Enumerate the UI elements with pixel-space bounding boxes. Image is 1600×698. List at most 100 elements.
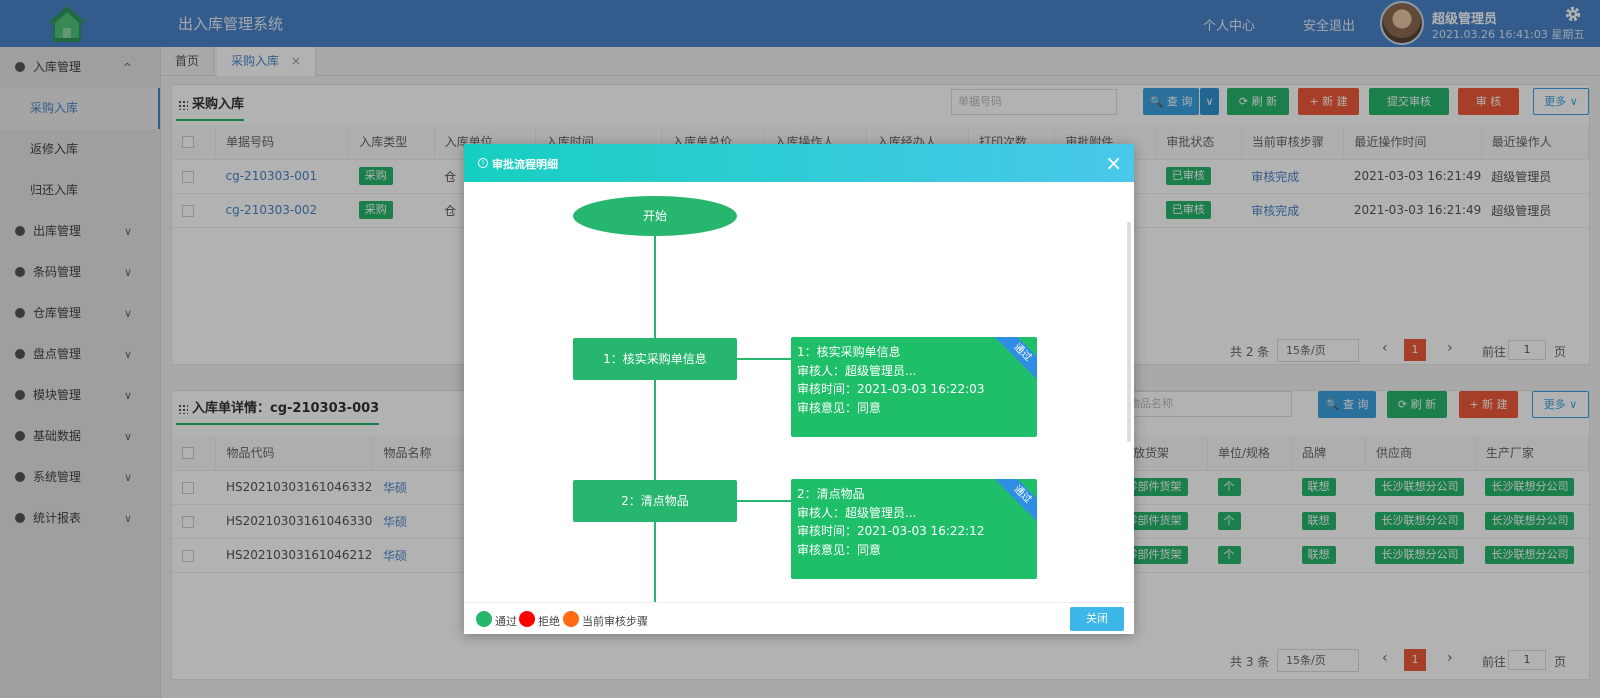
detail-audit-time: 审核时间：2021-03-03 16:22:12 bbox=[797, 524, 985, 538]
page-size-select[interactable]: 15条/页 bbox=[1277, 649, 1359, 672]
sidebar-item-inbound[interactable]: 入库管理 ^ bbox=[0, 47, 160, 88]
next-page-icon[interactable]: › bbox=[1447, 650, 1453, 666]
submit-audit-button[interactable]: 提交审核 bbox=[1369, 88, 1449, 115]
page-number[interactable]: 1 bbox=[1404, 339, 1426, 361]
page-number[interactable]: 1 bbox=[1404, 649, 1426, 671]
row-checkbox[interactable] bbox=[182, 481, 194, 494]
modal-scrollbar[interactable] bbox=[1127, 222, 1131, 442]
menu-dot-icon bbox=[15, 226, 25, 236]
page-size-select[interactable]: 15条/页 bbox=[1277, 339, 1359, 362]
sidebar-item-label: 出库管理 bbox=[33, 224, 82, 238]
gear-icon[interactable] bbox=[1564, 5, 1582, 23]
sidebar-item-outbound[interactable]: 出库管理 ∨ bbox=[0, 211, 160, 252]
prev-page-icon[interactable]: ‹ bbox=[1382, 340, 1388, 356]
audit-step-link[interactable]: 审核完成 bbox=[1241, 193, 1344, 228]
detail-new-button[interactable]: + 新 建 bbox=[1459, 391, 1518, 418]
close-button[interactable]: 关闭 bbox=[1070, 607, 1124, 631]
query-button[interactable]: 🔍 查 询 bbox=[1143, 88, 1199, 115]
more-button[interactable]: 更多 ∨ bbox=[1533, 88, 1589, 115]
sidebar-item-barcode[interactable]: 条码管理 ∨ bbox=[0, 252, 160, 293]
legend-current-dot bbox=[563, 611, 579, 627]
flow-chart-area: 开始 1：核实采购单信息 1：核实采购单信息 审核人：超级管理员... 审核时间… bbox=[464, 182, 1134, 602]
audit-button[interactable]: 审 核 bbox=[1458, 88, 1519, 115]
sidebar-item-reports[interactable]: 统计报表 ∨ bbox=[0, 498, 160, 539]
sidebar-item-modules[interactable]: 模块管理 ∨ bbox=[0, 375, 160, 416]
query-dropdown-button[interactable]: ∨ bbox=[1200, 88, 1219, 115]
col-header[interactable]: 入库类型 bbox=[348, 125, 435, 160]
sidebar-subitem-return-inbound[interactable]: 归还入库 bbox=[30, 183, 79, 197]
logout-link[interactable]: 安全退出 bbox=[1303, 19, 1356, 34]
cell-time: 2021-03-03 16:21:49 bbox=[1343, 159, 1482, 194]
sidebar-item-label: 基础数据 bbox=[33, 429, 82, 443]
row-checkbox[interactable] bbox=[182, 515, 194, 528]
legend-reject-dot bbox=[519, 611, 535, 627]
sidebar: 入库管理 ^ 采购入库 返修入库 归还入库 出库管理 ∨ 条码管理 ∨ 仓库管理… bbox=[0, 47, 161, 698]
row-checkbox[interactable] bbox=[182, 549, 194, 562]
grid-icon bbox=[178, 404, 188, 414]
goto-page-input[interactable]: 1 bbox=[1508, 650, 1546, 670]
legend-current-label: 当前审核步骤 bbox=[582, 615, 648, 628]
sidebar-item-warehouse[interactable]: 仓库管理 ∨ bbox=[0, 293, 160, 334]
menu-dot-icon bbox=[15, 267, 25, 277]
select-all-checkbox[interactable] bbox=[182, 136, 194, 149]
tab-purchase-inbound[interactable]: 采购入库 × bbox=[217, 47, 316, 76]
personal-center-link[interactable]: 个人中心 bbox=[1203, 19, 1256, 34]
menu-dot-icon bbox=[15, 308, 25, 318]
col-header[interactable]: 品牌 bbox=[1291, 436, 1366, 471]
chevron-up-icon: ^ bbox=[122, 61, 132, 74]
close-icon[interactable]: × bbox=[1105, 151, 1122, 175]
home-logo-icon[interactable] bbox=[46, 4, 88, 44]
col-header[interactable]: 生产厂家 bbox=[1475, 436, 1590, 471]
avatar[interactable] bbox=[1380, 1, 1424, 45]
sidebar-item-system[interactable]: 系统管理 ∨ bbox=[0, 457, 160, 498]
step-node-1[interactable]: 1：核实采购单信息 bbox=[573, 338, 737, 380]
detail-more-button[interactable]: 更多 ∨ bbox=[1532, 391, 1589, 418]
new-button[interactable]: + 新 建 bbox=[1298, 88, 1359, 115]
flow-connector bbox=[737, 358, 791, 360]
select-all-checkbox[interactable] bbox=[182, 447, 194, 460]
prev-page-icon[interactable]: ‹ bbox=[1382, 650, 1388, 666]
cell-item-code: HS20210303161046332 bbox=[215, 470, 373, 505]
sidebar-subitem-repair-inbound[interactable]: 返修入库 bbox=[30, 142, 79, 156]
cell-time: 2021-03-03 16:21:49 bbox=[1343, 193, 1482, 228]
step-node-2[interactable]: 2：清点物品 bbox=[573, 480, 737, 522]
doc-number-link[interactable]: cg-210303-001 bbox=[215, 159, 349, 194]
chevron-down-icon: ∨ bbox=[123, 512, 132, 525]
col-header[interactable]: 审批状态 bbox=[1155, 125, 1242, 160]
refresh-button[interactable]: ⟳ 刷 新 bbox=[1227, 88, 1289, 115]
detail-refresh-button[interactable]: ⟳ 刷 新 bbox=[1387, 391, 1447, 418]
status-badge: 已审核 bbox=[1165, 167, 1211, 185]
sidebar-item-label: 统计报表 bbox=[33, 511, 82, 525]
page-unit-label: 页 bbox=[1554, 345, 1567, 359]
col-header[interactable]: 物品代码 bbox=[215, 436, 374, 471]
goto-page-input[interactable]: 1 bbox=[1508, 340, 1546, 360]
pager-total: 共 3 条 bbox=[1230, 655, 1270, 669]
brand-tag: 联想 bbox=[1301, 546, 1336, 564]
tab-home[interactable]: 首页 bbox=[161, 47, 215, 76]
menu-dot-icon bbox=[15, 62, 25, 72]
user-name: 超级管理员 bbox=[1432, 12, 1498, 27]
col-header[interactable]: 当前审核步骤 bbox=[1241, 125, 1345, 160]
audit-step-link[interactable]: 审核完成 bbox=[1241, 159, 1344, 194]
sidebar-subitem-purchase-inbound[interactable]: 采购入库 bbox=[0, 88, 160, 129]
col-header[interactable]: 最近操作时间 bbox=[1343, 125, 1482, 160]
col-header[interactable]: 最近操作人 bbox=[1481, 125, 1590, 160]
col-header[interactable]: 单据号码 bbox=[215, 125, 350, 160]
next-page-icon[interactable]: › bbox=[1447, 340, 1453, 356]
close-icon[interactable]: × bbox=[290, 54, 301, 68]
row-checkbox[interactable] bbox=[182, 204, 194, 217]
chevron-down-icon: ∨ bbox=[123, 307, 132, 320]
legend-pass-label: 通过 bbox=[495, 615, 517, 628]
detail-query-button[interactable]: 🔍 查 询 bbox=[1318, 391, 1376, 418]
item-name-search-input[interactable]: 物品名称 bbox=[1122, 391, 1292, 417]
sidebar-item-inventory-check[interactable]: 盘点管理 ∨ bbox=[0, 334, 160, 375]
doc-number-search-input[interactable]: 单据号码 bbox=[951, 89, 1117, 115]
sidebar-item-base-data[interactable]: 基础数据 ∨ bbox=[0, 416, 160, 457]
pager-total: 共 2 条 bbox=[1230, 345, 1270, 359]
panel-title: 采购入库 bbox=[176, 89, 245, 121]
row-checkbox[interactable] bbox=[182, 170, 194, 183]
doc-number-link[interactable]: cg-210303-002 bbox=[215, 193, 349, 228]
col-header[interactable]: 供应商 bbox=[1365, 436, 1476, 471]
modal-header: ! 审批流程明细 × bbox=[464, 144, 1134, 182]
col-header[interactable]: 单位/规格 bbox=[1207, 436, 1292, 471]
